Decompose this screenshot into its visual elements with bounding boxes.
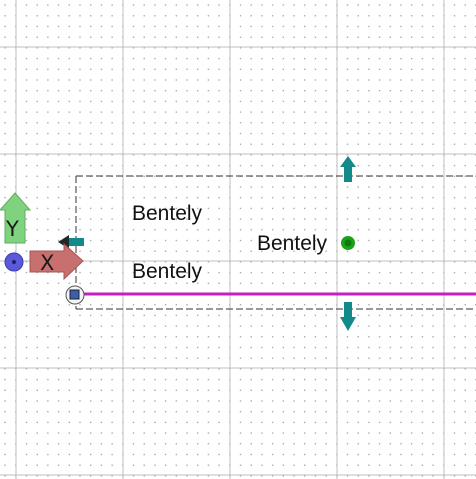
y-axis-arrow-icon[interactable]: Y	[0, 192, 32, 244]
text-label-2[interactable]: Bentely	[257, 232, 328, 255]
text-label-3[interactable]: Bentely	[132, 260, 203, 283]
x-axis-arrow-icon[interactable]: X	[29, 242, 84, 281]
origin-icon[interactable]	[4, 252, 24, 272]
stretch-handle-bottom[interactable]	[340, 302, 356, 331]
snap-point[interactable]	[341, 236, 355, 250]
y-axis-label: Y	[5, 217, 19, 241]
text-label-1[interactable]: Bentely	[132, 202, 203, 225]
endpoint-marker-icon[interactable]	[65, 285, 85, 305]
x-axis-label: X	[40, 251, 54, 275]
stretch-handle-top[interactable]	[340, 156, 356, 182]
